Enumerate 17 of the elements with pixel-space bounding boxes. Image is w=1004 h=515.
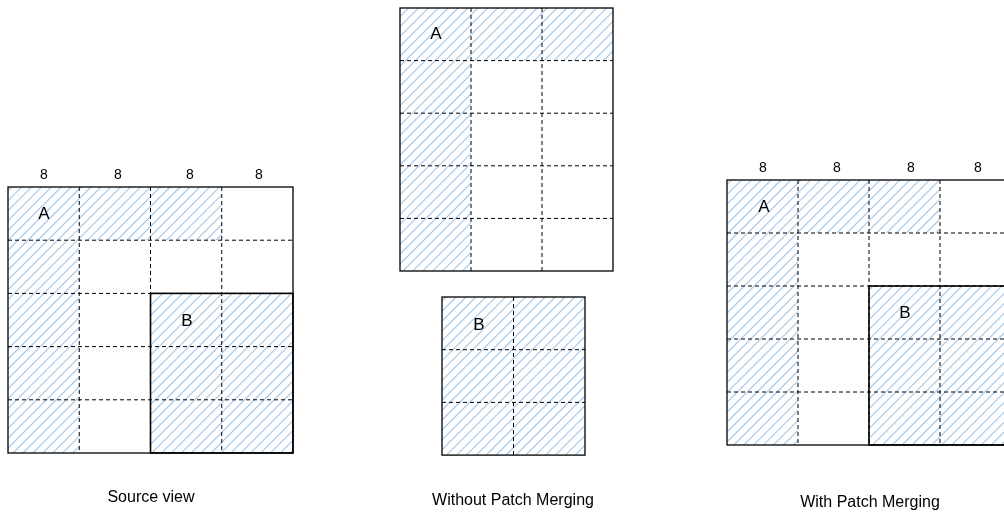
column-label: 8 [255,167,263,183]
caption: Without Patch Merging [432,491,594,509]
cell-label: A [758,197,770,217]
column-label: 8 [40,167,48,183]
cell-label: A [38,204,50,224]
cell-label: A [430,24,442,44]
cell-label: B [181,311,193,331]
cell-label: B [473,315,485,335]
column-label: 8 [833,160,841,176]
cell-label: B [899,303,911,323]
column-label: 8 [114,167,122,183]
column-label: 8 [186,167,194,183]
caption: Source view [107,488,195,506]
column-label: 8 [907,160,915,176]
column-label: 8 [759,160,767,176]
caption: With Patch Merging [800,493,940,511]
column-label: 8 [974,160,982,176]
